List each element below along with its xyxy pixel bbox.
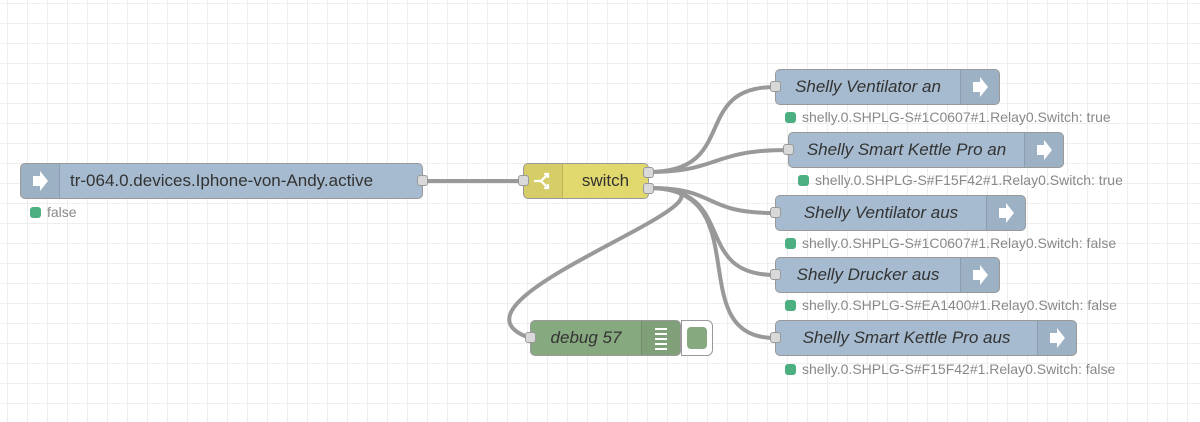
node-label: Shelly Ventilator aus <box>803 203 959 222</box>
arrow-right-icon <box>1037 321 1076 355</box>
status-dot-icon <box>798 174 809 186</box>
status-dot-icon <box>785 299 796 311</box>
arrow-right-icon <box>960 258 999 292</box>
node-ventilator-an[interactable]: Shelly Ventilator an <box>770 69 1000 105</box>
wire-switch-to-debug <box>507 186 684 340</box>
node-input[interactable]: tr-064.0.devices.Iphone-von-Andy.active <box>20 163 428 199</box>
debug-toggle-indicator <box>687 327 707 349</box>
input-port[interactable] <box>518 175 529 186</box>
debug-toggle-button[interactable] <box>681 320 713 356</box>
input-port[interactable] <box>525 332 536 343</box>
status-dot-icon <box>785 363 796 375</box>
node-drucker-aus[interactable]: Shelly Drucker aus <box>770 257 1000 293</box>
input-port[interactable] <box>770 207 781 218</box>
switch-branch-icon <box>524 164 563 198</box>
input-port[interactable] <box>770 269 781 280</box>
output-port[interactable] <box>417 175 428 186</box>
wire-switch-to-kettle-an <box>647 148 790 174</box>
node-status: shelly.0.SHPLG-S#F15F42#1.Relay0.Switch:… <box>785 361 1115 377</box>
node-status: shelly.0.SHPLG-S#1C0607#1.Relay0.Switch:… <box>785 109 1111 125</box>
node-label: Shelly Ventilator an <box>795 77 941 96</box>
arrow-right-icon <box>960 70 999 104</box>
status-dot-icon <box>785 111 796 123</box>
list-lines-icon <box>641 321 680 355</box>
node-kettle-an[interactable]: Shelly Smart Kettle Pro an <box>783 132 1064 168</box>
node-switch[interactable]: switch <box>518 163 654 199</box>
output-port-2[interactable] <box>643 183 654 194</box>
node-kettle-aus[interactable]: Shelly Smart Kettle Pro aus <box>770 320 1077 356</box>
node-status: false <box>30 204 77 220</box>
node-label: debug 57 <box>550 328 622 347</box>
node-label: Shelly Drucker aus <box>796 265 940 284</box>
node-label: tr-064.0.devices.Iphone-von-Andy.active <box>70 171 374 190</box>
node-status: shelly.0.SHPLG-S#F15F42#1.Relay0.Switch:… <box>798 172 1123 188</box>
node-status: shelly.0.SHPLG-S#1C0607#1.Relay0.Switch:… <box>785 235 1116 251</box>
arrow-right-icon <box>1024 133 1063 167</box>
status-dot-icon <box>785 237 796 249</box>
arrow-right-icon <box>21 164 60 198</box>
node-label: switch <box>581 171 630 190</box>
node-debug[interactable]: debug 57 <box>525 320 681 356</box>
node-label: Shelly Smart Kettle Pro an <box>806 140 1007 159</box>
arrow-right-icon <box>986 196 1025 230</box>
node-ventilator-aus[interactable]: Shelly Ventilator aus <box>770 195 1026 231</box>
status-dot-icon <box>30 206 41 218</box>
wire-switch-to-ventilator-an <box>647 85 777 174</box>
input-port[interactable] <box>770 332 781 343</box>
wire-switch-to-kettle-aus <box>647 186 777 340</box>
output-port-1[interactable] <box>643 167 654 178</box>
input-port[interactable] <box>770 81 781 92</box>
node-status: shelly.0.SHPLG-S#EA1400#1.Relay0.Switch:… <box>785 297 1117 313</box>
node-label: Shelly Smart Kettle Pro aus <box>802 328 1011 347</box>
input-port[interactable] <box>783 144 794 155</box>
